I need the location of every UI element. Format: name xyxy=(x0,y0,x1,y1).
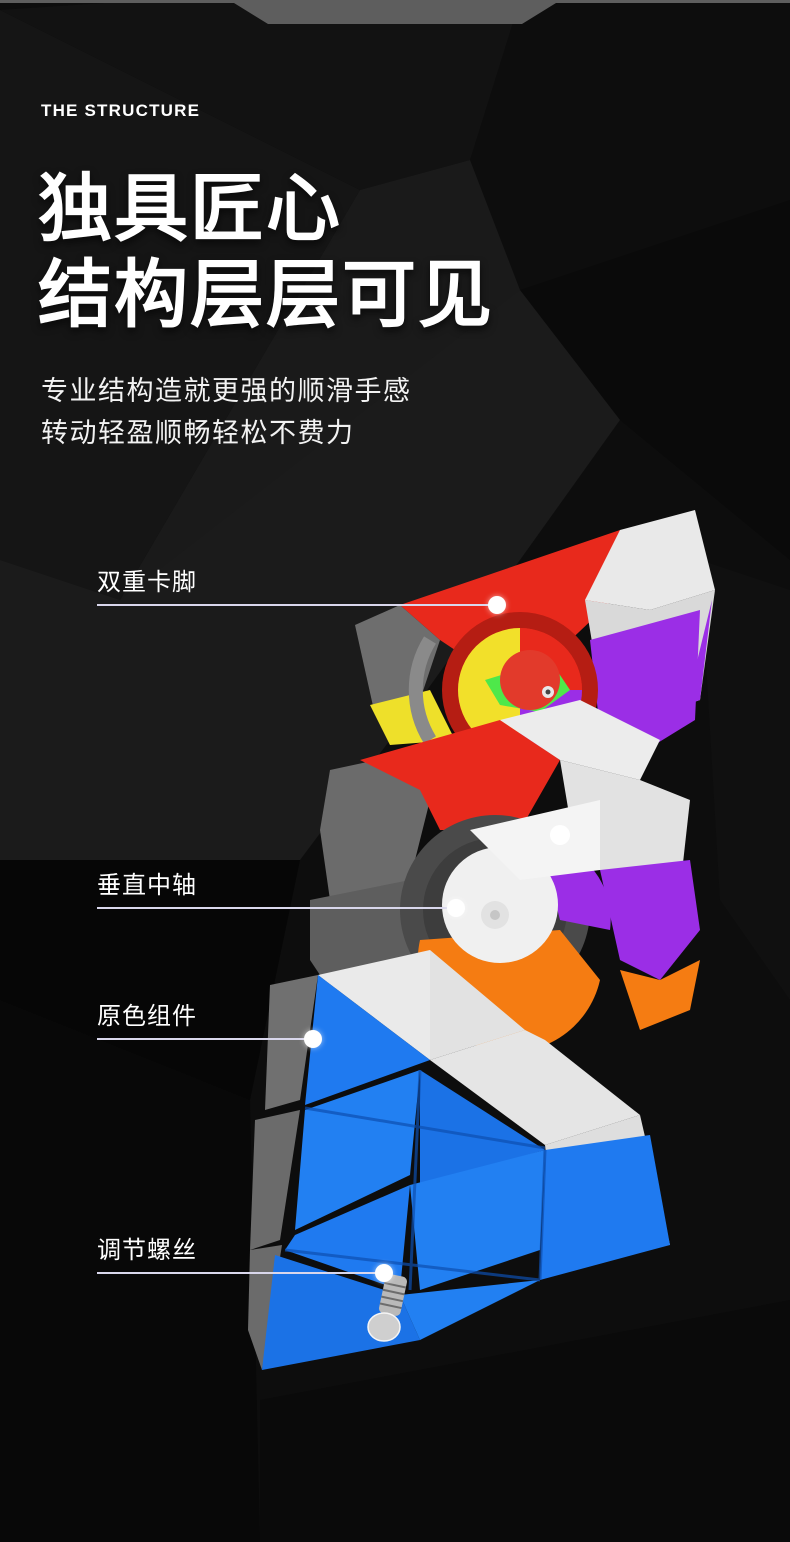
callout-dot xyxy=(447,899,465,917)
callout-dot xyxy=(304,1030,322,1048)
callout-label: 原色组件 xyxy=(97,1002,197,1030)
callout-label: 双重卡脚 xyxy=(97,568,197,596)
callout-label: 调节螺丝 xyxy=(97,1236,197,1264)
top-strip xyxy=(0,0,790,24)
callout-leader-line xyxy=(97,604,497,606)
callout-leader-line xyxy=(97,907,450,909)
callout-leader-line xyxy=(97,1272,382,1274)
bottom-layer xyxy=(248,950,670,1370)
middle-layer xyxy=(310,700,700,1053)
callout-label: 垂直中轴 xyxy=(97,871,197,899)
callout-dot xyxy=(375,1264,393,1282)
subline-1: 专业结构造就更强的顺滑手感 xyxy=(41,376,412,407)
subline-2: 转动轻盈顺畅轻松不费力 xyxy=(41,418,355,449)
section-eyebrow: THE STRUCTURE xyxy=(41,101,201,120)
headline-line-2: 结构层层可见 xyxy=(38,252,494,338)
callout-leader-line xyxy=(97,1038,307,1040)
callout-dot xyxy=(488,596,506,614)
headline-line-1: 独具匠心 xyxy=(38,166,342,252)
